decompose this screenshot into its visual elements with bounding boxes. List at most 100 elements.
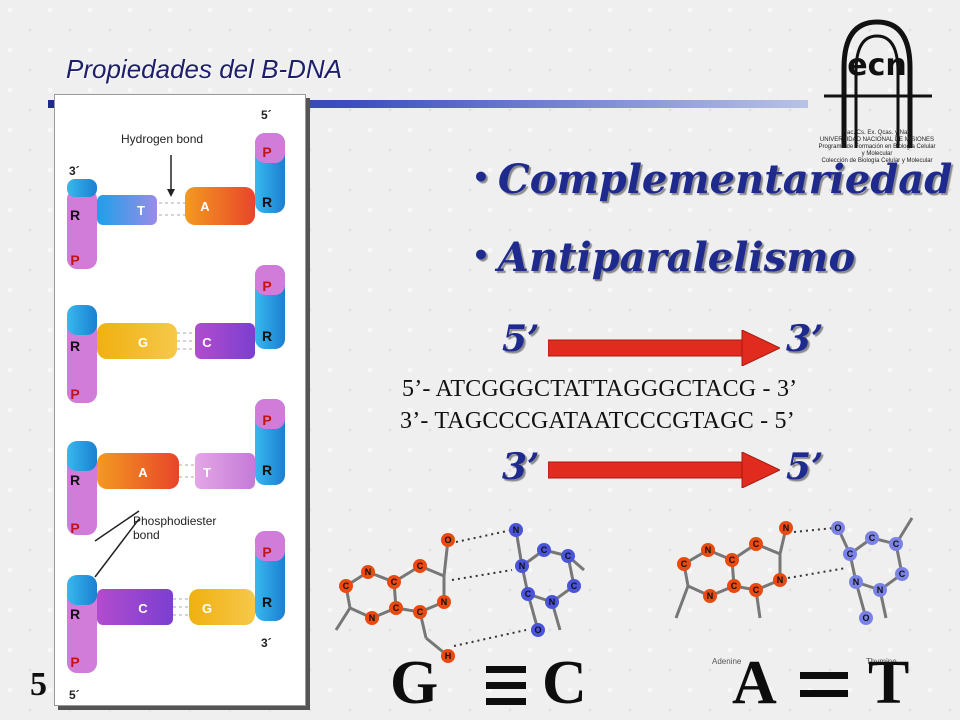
base-letter-t: T (868, 649, 910, 717)
phosphodiester-arrow (94, 518, 140, 578)
atom-label: C (847, 549, 854, 559)
strand-top-end: 3’ (786, 318, 824, 360)
ecn-logo (824, 19, 932, 148)
atom-label: C (565, 551, 572, 561)
base-label: T (203, 465, 211, 480)
base-a-2 (97, 453, 179, 489)
atom-label: N (519, 561, 526, 571)
base-g-1 (97, 323, 177, 359)
page-title: Propiedades del B-DNA (66, 54, 343, 84)
phosphate-label: P (262, 544, 271, 560)
sequence-bottom: 3’- TAGCCCGATAATCCCGTAGC - 5’ (400, 408, 795, 434)
triple-bond-2 (486, 682, 526, 689)
at-pair-structure: N C C N C C N C N C C C N N C O O Adenin… (674, 517, 914, 666)
left-bottom-end: 5´ (69, 688, 80, 702)
dna-ladder-diagram: T A G C A T C G R P R P R P R P P R P R … (54, 94, 306, 706)
atom-label: C (731, 581, 738, 591)
logo-line-4: Colección de Biología Celular y Molecula… (821, 158, 933, 164)
atom-label: C (681, 559, 688, 569)
phosphate-label: P (70, 252, 79, 268)
atom-label: C (571, 581, 578, 591)
base-label: G (202, 601, 212, 616)
phosphate-label: P (70, 520, 79, 536)
sugar-label: R (262, 594, 272, 610)
atom-label: N (365, 567, 372, 577)
triple-bond-1 (486, 666, 526, 673)
atom-label: O (534, 625, 541, 635)
atom-label: O (444, 535, 451, 545)
sugar-label: R (70, 207, 80, 223)
atom-label: N (441, 597, 448, 607)
atom-label: C (393, 603, 400, 613)
sequence-top: 5’- ATCGGGCTATTAGGGCTACG - 3’ (402, 376, 798, 402)
double-bond-2 (800, 690, 848, 697)
base-label: C (202, 335, 212, 350)
phosphodiester-arrow (94, 510, 140, 542)
phosphodiester-label: bond (133, 528, 160, 542)
atom-label: N (853, 577, 860, 587)
thymine-label: Thymine (866, 657, 897, 666)
right-backbone (255, 133, 285, 621)
sugar-label: R (262, 194, 272, 210)
sugar-label: R (70, 472, 80, 488)
atom-label: C (753, 539, 760, 549)
phosphate-label: P (262, 278, 271, 294)
bullet-text: Complementariedad (497, 156, 953, 203)
atom-label: N (777, 575, 784, 585)
base-c-1 (195, 323, 255, 359)
sugar-label: R (70, 606, 80, 622)
sugar-label: R (262, 328, 272, 344)
strand-bottom-start: 3’ (502, 446, 540, 488)
atom-label: C (869, 533, 876, 543)
atom-label: H (445, 651, 452, 661)
sugar-label: R (262, 462, 272, 478)
base-t-2 (195, 453, 255, 489)
logo-line-2: UNIVERSIDAD NACIONAL DE MISIONES (819, 137, 935, 143)
atom-label: C (525, 589, 532, 599)
base-t-1 (97, 195, 157, 225)
phosphodiester-label: Phosphodiester (133, 514, 216, 528)
atom-label: N (783, 523, 790, 533)
atom-label: C (343, 581, 350, 591)
phosphate-label: P (262, 412, 271, 428)
atom-label: C (417, 561, 424, 571)
atom-label: N (707, 591, 714, 601)
title-rule (48, 100, 808, 108)
right-bottom-end: 3´ (261, 636, 272, 650)
left-top-end: 3´ (69, 164, 80, 178)
atom-label: C (753, 585, 760, 595)
base-g-2 (189, 589, 255, 625)
bullet-dot: • (472, 161, 490, 194)
base-letter-g: G (390, 649, 439, 717)
bullet-text: Antiparalelismo (497, 234, 856, 281)
triple-bond-3 (486, 698, 526, 705)
atom-label: N (705, 545, 712, 555)
bullet-complementariedad: •Complementariedad (472, 156, 952, 203)
base-letter-a: A (732, 649, 777, 717)
direction-arrow-top (548, 330, 780, 366)
base-label: T (137, 203, 145, 218)
hydrogen-bond-label: Hydrogen bond (121, 132, 203, 146)
atom-label: N (549, 597, 556, 607)
dna-ladder-svg: T A G C A T C G R P R P R P R P P R P R … (67, 108, 285, 702)
right-top-end: 5´ (261, 108, 272, 122)
left-backbone (67, 179, 97, 673)
phosphate-label: P (262, 144, 271, 160)
base-a-1 (185, 187, 255, 225)
atom-label: N (877, 585, 884, 595)
atom-label: C (541, 545, 548, 555)
atom-label: O (862, 613, 869, 623)
logo-line-1: Fac. Cs. Ex. Qcas. y Nat. (843, 130, 911, 136)
phosphate-label: P (70, 654, 79, 670)
logo-line-3: Programa de Formación en Biología Celula… (818, 144, 936, 157)
base-c-2 (97, 589, 173, 625)
atom-label: C (391, 577, 398, 587)
double-bond-1 (800, 672, 848, 679)
phosphate-label: P (70, 386, 79, 402)
gc-pair-structure: N C C N C C N C O H C C C N C N N O (334, 523, 585, 663)
atom-label: N (369, 613, 376, 623)
atom-label: N (513, 525, 520, 535)
slide-number: 5 (30, 666, 47, 703)
strand-bottom-end: 5’ (786, 446, 824, 488)
base-letter-c: C (542, 649, 587, 717)
